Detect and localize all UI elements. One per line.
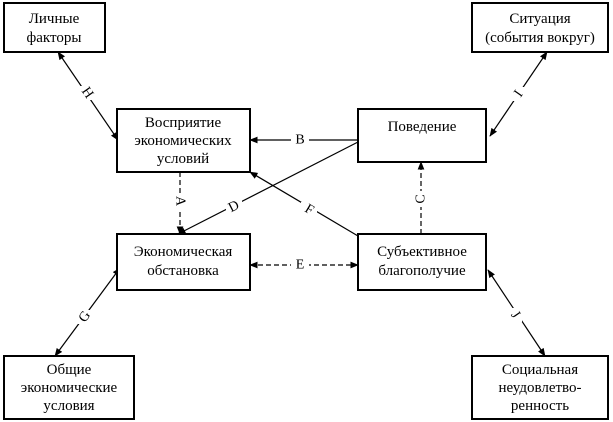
- box-perception-line-3: условий: [157, 151, 209, 167]
- box-general-conditions-line-3: условия: [43, 398, 94, 414]
- box-personal-factors: Личные факторы: [3, 2, 106, 53]
- box-wellbeing-line-1: Субъективное: [377, 244, 467, 260]
- box-behavior-line-1: Поведение: [388, 119, 457, 135]
- box-personal-line-2: факторы: [27, 30, 82, 46]
- box-general-conditions-line-1: Общие: [47, 362, 92, 378]
- connector-D: D: [177, 141, 359, 235]
- connector-E: E: [249, 256, 359, 274]
- connector-A: A: [173, 172, 188, 235]
- connector-B: B: [249, 131, 358, 149]
- box-situation-line-1: Ситуация: [509, 11, 570, 27]
- box-situation: Ситуация (события вокруг): [471, 2, 609, 53]
- box-general-conditions: Общие экономические условия: [3, 355, 135, 420]
- connector-C: C: [414, 161, 429, 234]
- box-dissatisfaction-line-2: неудовлетво-: [498, 380, 581, 396]
- box-situation-line-2: (события вокруг): [485, 30, 595, 46]
- connector-label-e: E: [296, 258, 305, 273]
- box-behavior: Поведение: [357, 108, 487, 163]
- connector-label-b: B: [295, 133, 304, 148]
- connector-F: F: [249, 171, 359, 237]
- connector-I: I: [489, 51, 548, 137]
- box-perception-line-1: Восприятие: [145, 115, 222, 131]
- connector-label-c: C: [414, 194, 429, 203]
- box-general-conditions-line-2: экономические: [21, 380, 118, 396]
- connector-label-a: A: [173, 196, 188, 207]
- box-dissatisfaction-line-1: Социальная: [502, 362, 578, 378]
- box-economic-situation-line-1: Экономическая: [134, 244, 233, 260]
- connector-G: G: [54, 267, 121, 357]
- box-dissatisfaction-line-3: ренность: [511, 398, 569, 414]
- box-wellbeing: Субъективное благополучие: [357, 233, 487, 291]
- box-perception: Восприятие экономических условий: [116, 108, 251, 173]
- box-personal-line-1: Личные: [29, 11, 80, 27]
- box-perception-line-2: экономических: [134, 133, 232, 149]
- box-economic-situation: Экономическая обстановка: [116, 233, 251, 291]
- box-social-dissatisfaction: Социальная неудовлетво- ренность: [471, 355, 609, 420]
- box-economic-situation-line-2: обстановка: [147, 263, 219, 279]
- connector-J: J: [487, 269, 546, 357]
- box-wellbeing-line-2: благополучие: [378, 263, 466, 279]
- connector-H: H: [57, 51, 119, 141]
